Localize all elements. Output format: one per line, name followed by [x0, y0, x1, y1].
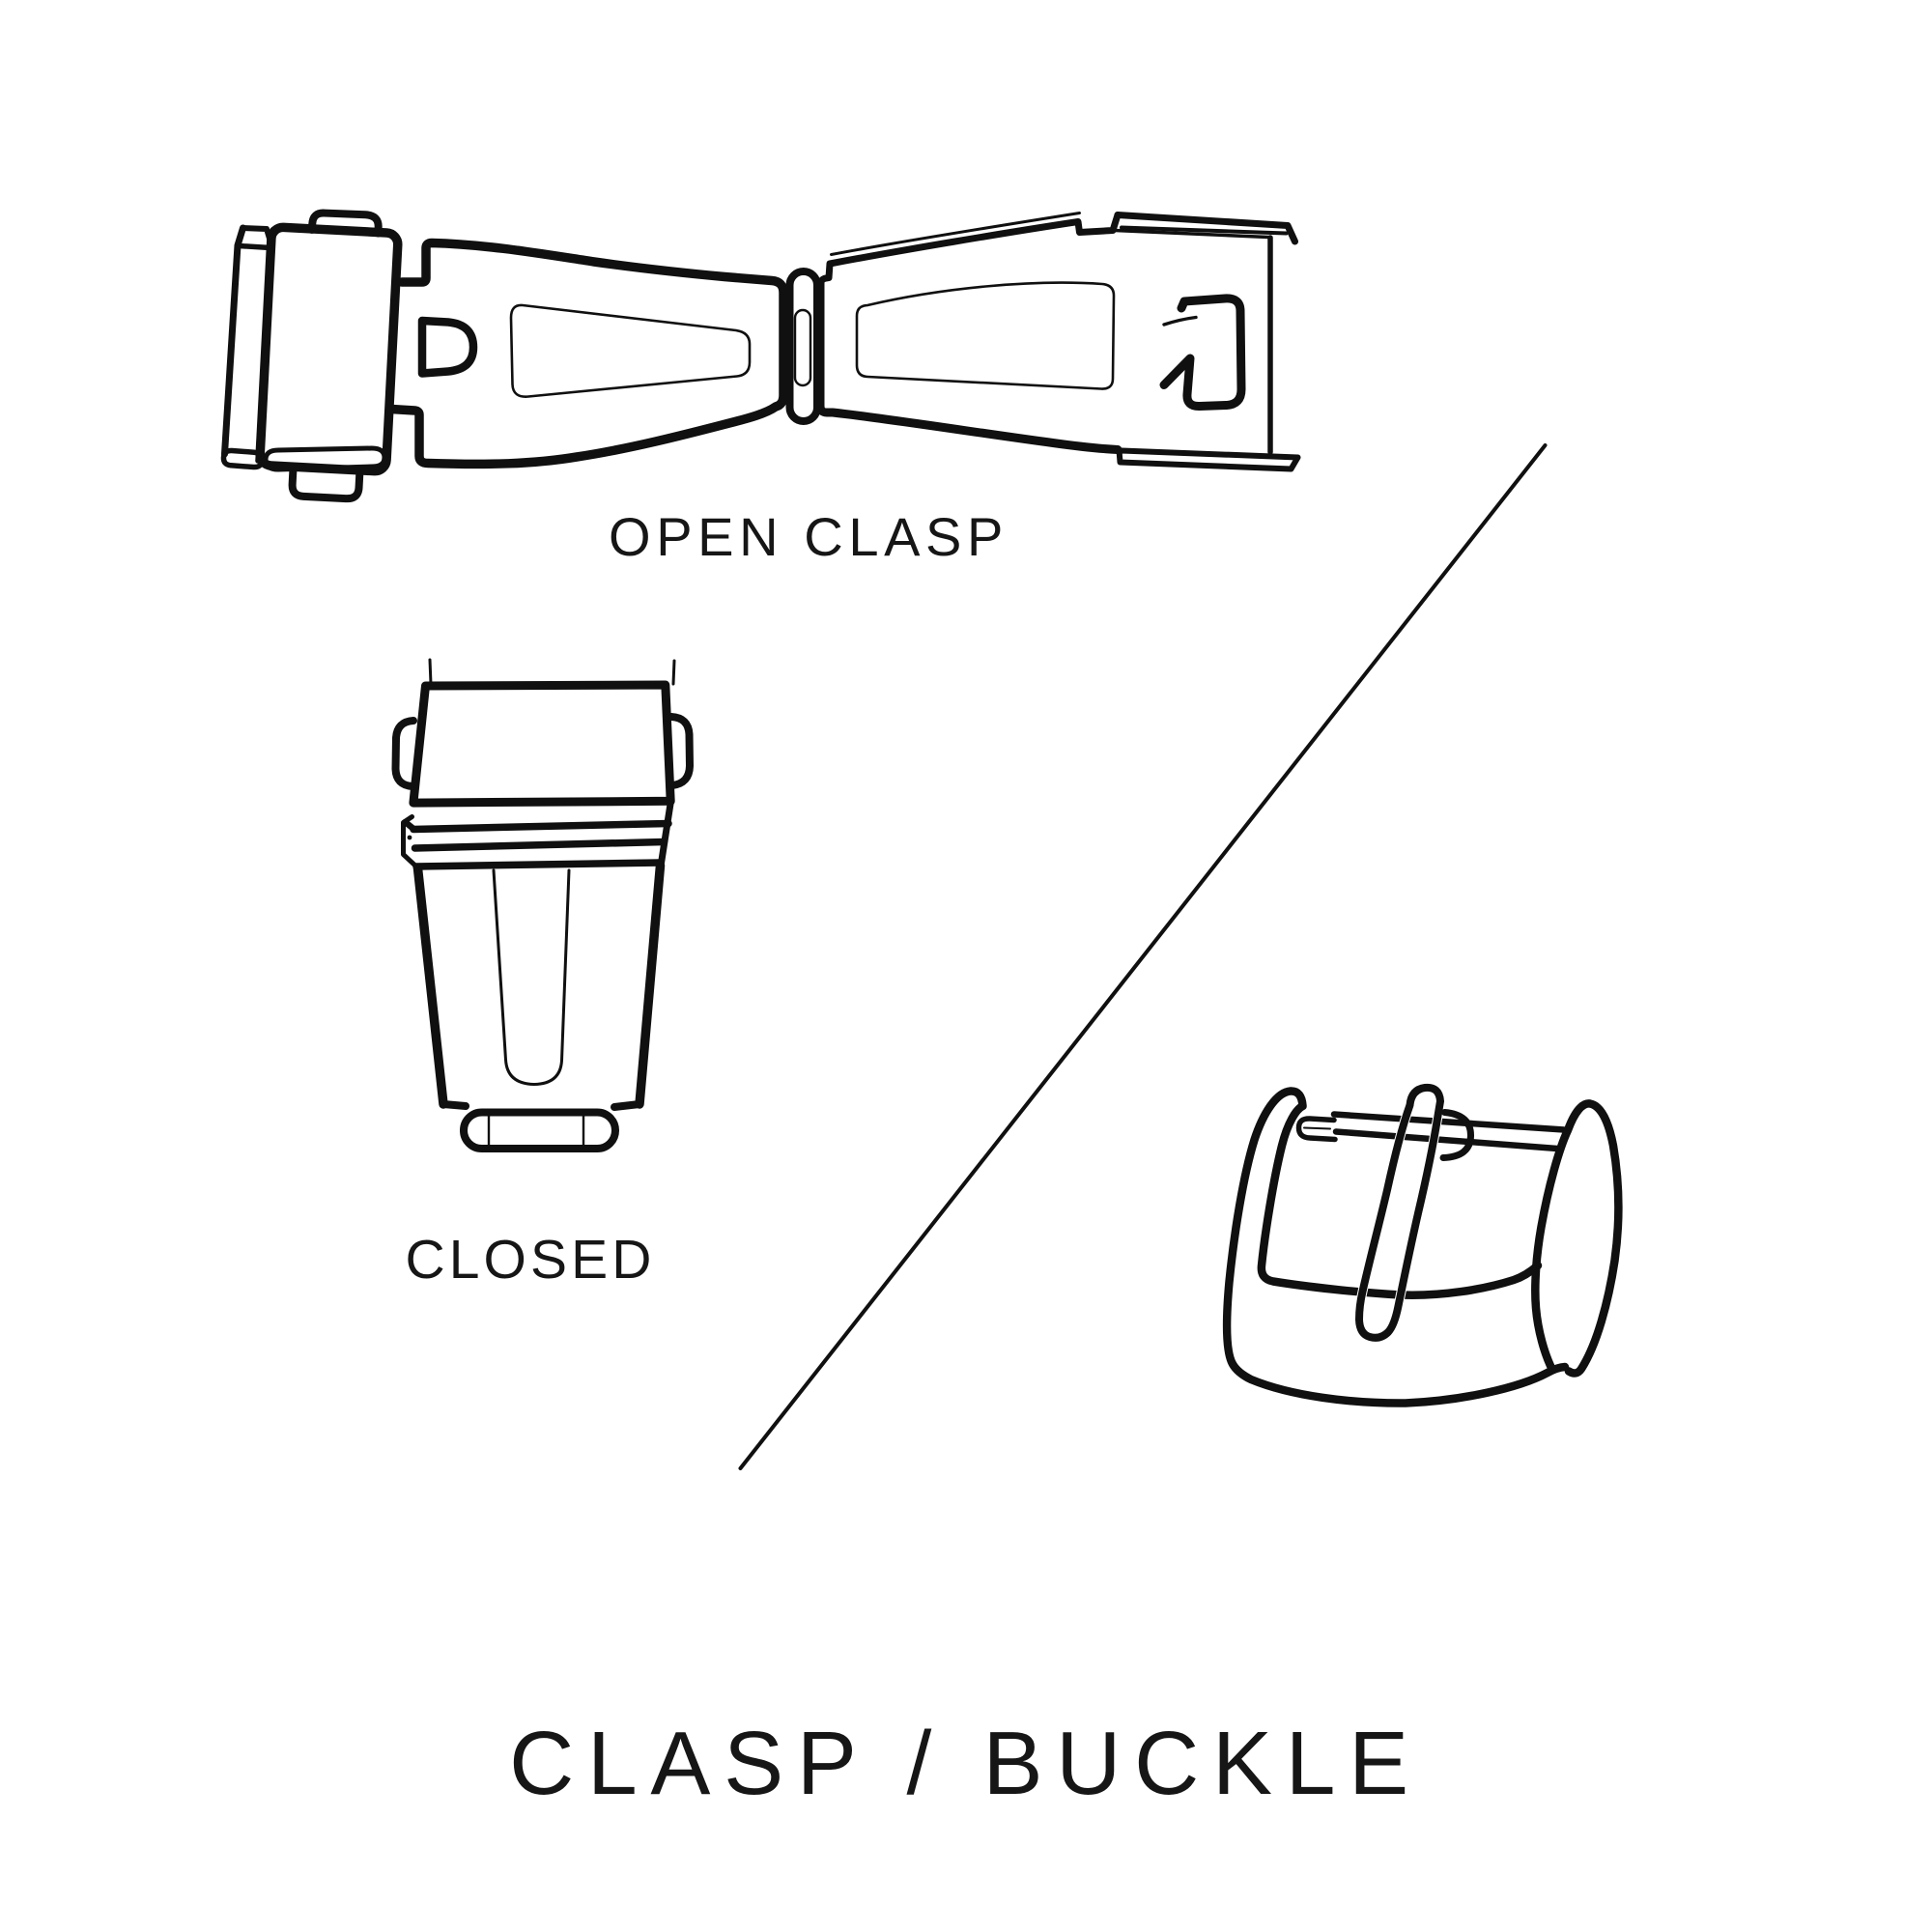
svg-text:OPEN CLASP: OPEN CLASP	[609, 506, 1009, 567]
svg-text:CLASP / BUCKLE: CLASP / BUCKLE	[509, 1713, 1422, 1813]
svg-text:CLOSED: CLOSED	[405, 1229, 655, 1291]
